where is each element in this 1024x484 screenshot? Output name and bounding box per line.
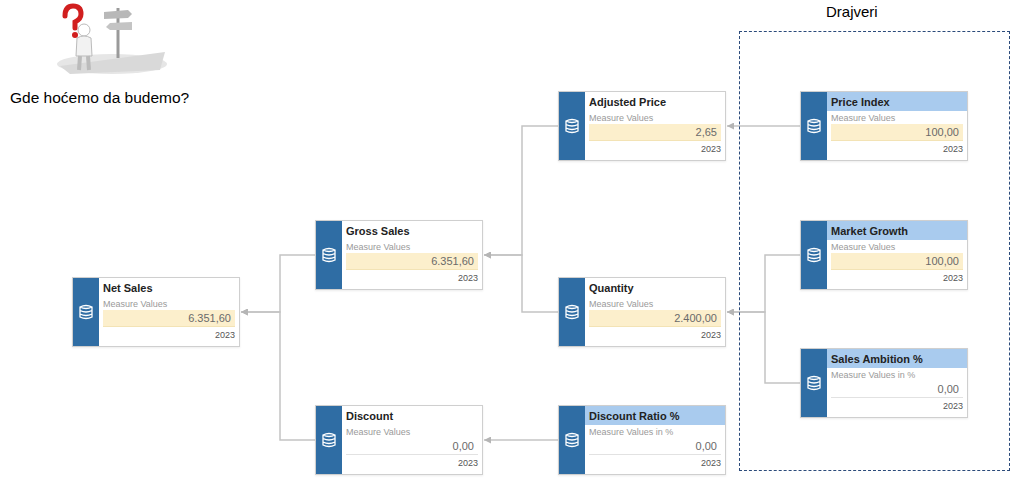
flow-connector xyxy=(727,255,800,312)
card-title: Price Index xyxy=(827,92,967,111)
card-strip xyxy=(559,278,585,346)
measure-card: Market GrowthMeasure Values100,002023 xyxy=(800,220,968,290)
measure-label: Measure Values in % xyxy=(589,425,721,438)
card-title: Discount xyxy=(342,406,482,425)
figure-leg xyxy=(88,56,89,70)
flow-connector xyxy=(484,126,558,255)
card-title: Adjusted Price xyxy=(585,92,725,111)
measure-value: 0,00 xyxy=(346,438,478,455)
measure-value: 100,00 xyxy=(831,124,963,141)
measure-card: Net SalesMeasure Values6.351,602023 xyxy=(72,277,240,347)
year-label: 2023 xyxy=(589,327,721,340)
flow-connector xyxy=(727,125,800,127)
measure-value: 6.351,60 xyxy=(103,310,235,327)
measure-label: Measure Values xyxy=(831,111,963,124)
card-strip xyxy=(559,92,585,160)
database-icon xyxy=(322,432,336,448)
measure-label: Measure Values xyxy=(831,240,963,253)
database-icon xyxy=(807,375,821,391)
card-title: Sales Ambition % xyxy=(827,349,967,368)
card-title: Net Sales xyxy=(99,278,239,297)
year-label: 2023 xyxy=(589,455,721,468)
measure-label: Measure Values xyxy=(589,297,721,310)
card-body: Net SalesMeasure Values6.351,602023 xyxy=(99,278,239,346)
year-label: 2023 xyxy=(589,141,721,154)
year-label: 2023 xyxy=(831,141,963,154)
sign-board xyxy=(106,22,132,30)
measure-label: Measure Values in % xyxy=(831,368,963,381)
card-body: QuantityMeasure Values2.400,002023 xyxy=(585,278,725,346)
card-title: Market Growth xyxy=(827,221,967,240)
figure-head xyxy=(78,24,90,36)
flow-connector xyxy=(484,439,558,441)
card-strip xyxy=(801,349,827,417)
database-icon xyxy=(322,247,336,263)
database-icon xyxy=(565,118,579,134)
measure-value: 2,65 xyxy=(589,124,721,141)
question-dot xyxy=(72,32,78,38)
card-strip xyxy=(316,221,342,289)
measure-card: Price IndexMeasure Values100,002023 xyxy=(800,91,968,161)
measure-card: Gross SalesMeasure Values6.351,602023 xyxy=(315,220,483,290)
card-strip xyxy=(801,221,827,289)
sign-board xyxy=(104,10,132,19)
card-body: Market GrowthMeasure Values100,002023 xyxy=(827,221,967,289)
figure-leg xyxy=(79,56,80,70)
card-strip xyxy=(316,406,342,474)
flow-connector xyxy=(241,312,315,440)
measure-card: Adjusted PriceMeasure Values2,652023 xyxy=(558,91,726,161)
question-mark xyxy=(65,6,81,28)
card-strip xyxy=(801,92,827,160)
page-title: Gde hoćemo da budemo? xyxy=(10,89,189,107)
card-title: Quantity xyxy=(585,278,725,297)
flow-connector xyxy=(727,312,800,383)
flow-connector xyxy=(484,255,558,312)
year-label: 2023 xyxy=(831,398,963,411)
flow-connector xyxy=(241,255,315,312)
card-body: Sales Ambition %Measure Values in %0,002… xyxy=(827,349,967,417)
card-title: Discount Ratio % xyxy=(585,406,725,425)
year-label: 2023 xyxy=(346,455,478,468)
measure-value: 0,00 xyxy=(589,438,721,455)
group-heading: Drajveri xyxy=(826,3,878,20)
measure-card: Discount Ratio %Measure Values in %0,002… xyxy=(558,405,726,475)
card-title: Gross Sales xyxy=(342,221,482,240)
database-icon xyxy=(565,432,579,448)
database-icon xyxy=(79,304,93,320)
measure-value: 6.351,60 xyxy=(346,253,478,270)
card-strip xyxy=(73,278,99,346)
measure-card: DiscountMeasure Values0,002023 xyxy=(315,405,483,475)
measure-card: Sales Ambition %Measure Values in %0,002… xyxy=(800,348,968,418)
measure-value: 100,00 xyxy=(831,253,963,270)
card-body: Discount Ratio %Measure Values in %0,002… xyxy=(585,406,725,474)
measure-label: Measure Values xyxy=(346,240,478,253)
figure-body xyxy=(76,36,92,56)
measure-label: Measure Values xyxy=(589,111,721,124)
year-label: 2023 xyxy=(103,327,235,340)
year-label: 2023 xyxy=(346,270,478,283)
database-icon xyxy=(807,118,821,134)
measure-label: Measure Values xyxy=(346,425,478,438)
database-icon xyxy=(807,247,821,263)
year-label: 2023 xyxy=(831,270,963,283)
card-body: DiscountMeasure Values0,002023 xyxy=(342,406,482,474)
card-body: Price IndexMeasure Values100,002023 xyxy=(827,92,967,160)
question-illustration xyxy=(0,0,200,80)
card-strip xyxy=(559,406,585,474)
card-body: Gross SalesMeasure Values6.351,602023 xyxy=(342,221,482,289)
database-icon xyxy=(565,304,579,320)
measure-value: 0,00 xyxy=(831,381,963,398)
measure-value: 2.400,00 xyxy=(589,310,721,327)
card-body: Adjusted PriceMeasure Values2,652023 xyxy=(585,92,725,160)
measure-label: Measure Values xyxy=(103,297,235,310)
measure-card: QuantityMeasure Values2.400,002023 xyxy=(558,277,726,347)
driver-group: DrajveriPrice IndexMeasure Values100,002… xyxy=(739,31,1010,471)
